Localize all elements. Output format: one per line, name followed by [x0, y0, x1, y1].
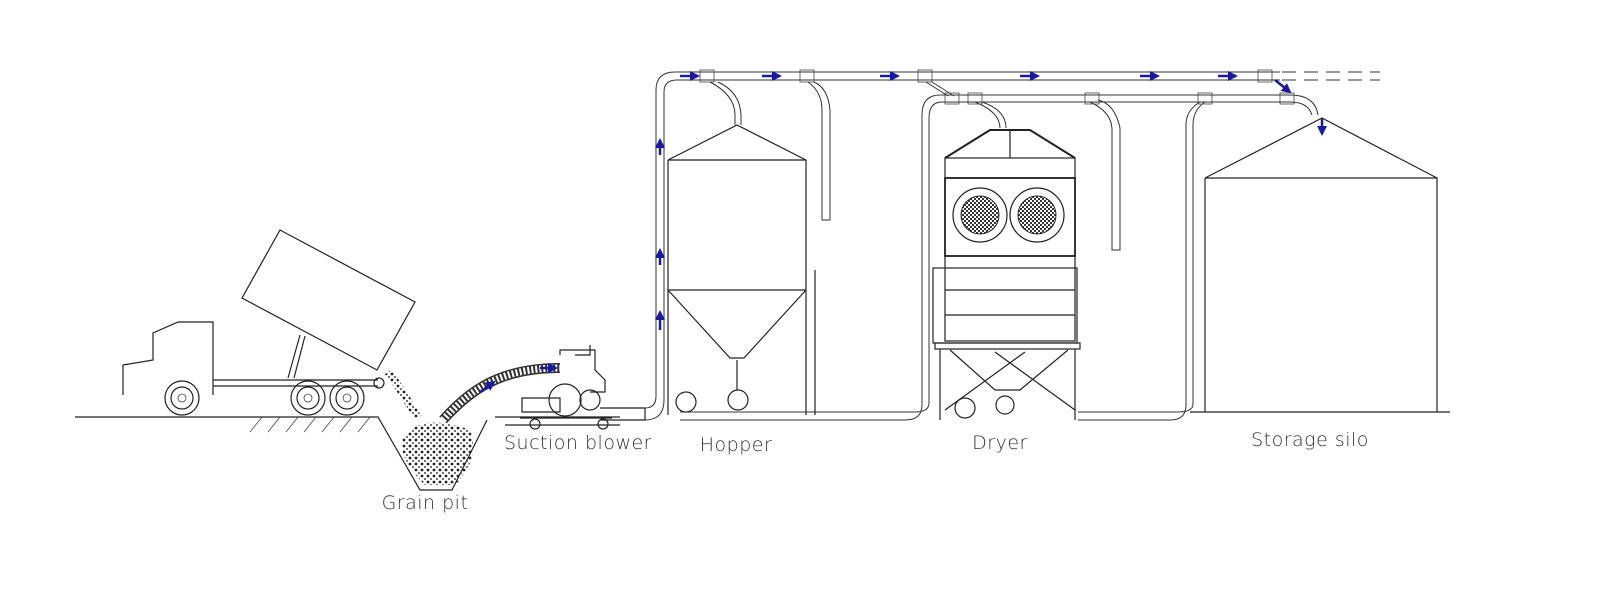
dryer	[932, 129, 1081, 420]
main-pipe	[644, 69, 1380, 421]
label-grain-pit: Grain pit	[382, 492, 469, 514]
label-suction-blower: Suction blower	[504, 432, 652, 454]
dump-truck	[122, 229, 416, 416]
label-dryer: Dryer	[972, 432, 1028, 454]
label-hopper: Hopper	[700, 434, 773, 456]
label-storage-silo: Storage silo	[1251, 429, 1369, 451]
grain-pile	[384, 369, 474, 485]
wheel	[290, 380, 326, 416]
wheel	[164, 380, 200, 416]
storage-silo	[1204, 117, 1438, 412]
suction-blower	[439, 345, 646, 430]
wheel	[329, 380, 365, 416]
hopper	[667, 124, 816, 415]
